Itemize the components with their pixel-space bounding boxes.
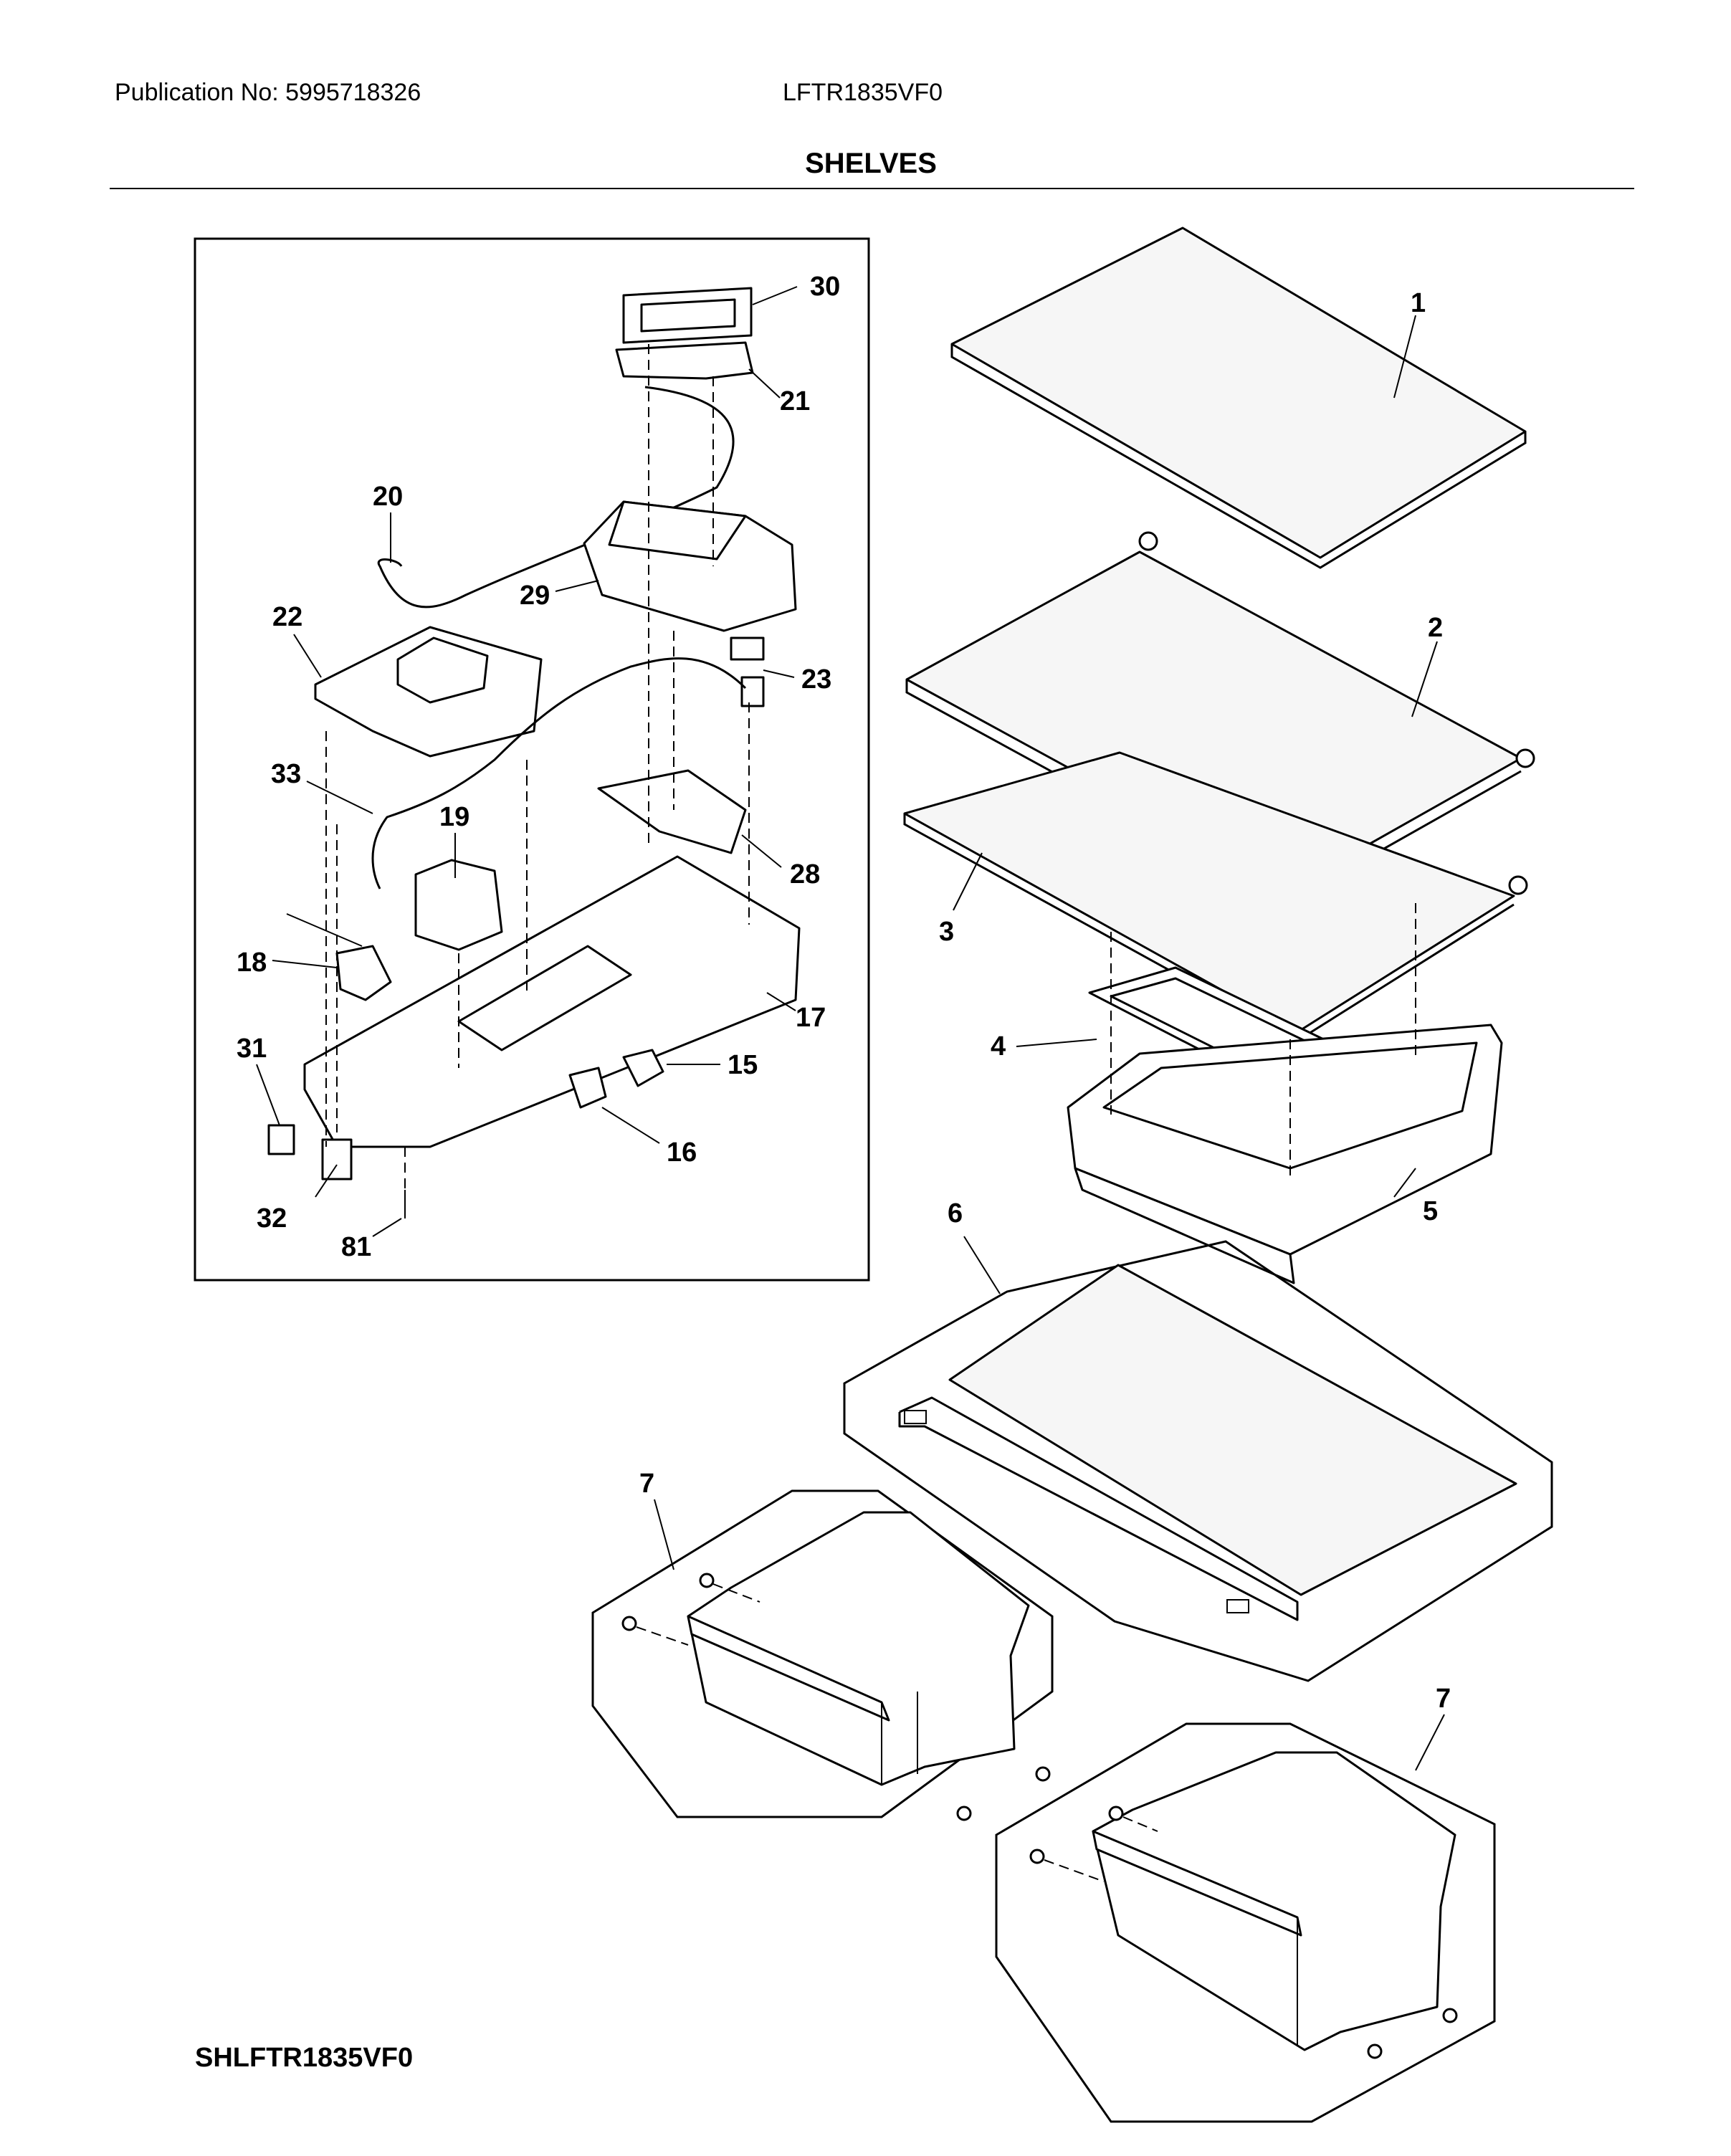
- callout-29: 29: [520, 581, 550, 611]
- callout-30: 30: [810, 272, 840, 302]
- callout-15: 15: [728, 1050, 758, 1080]
- part-5-crisper[interactable]: [1067, 1024, 1503, 1284]
- callout-3: 3: [939, 917, 954, 947]
- part-6-assembly[interactable]: [843, 1240, 1553, 1682]
- callout-22: 22: [272, 602, 302, 632]
- part-33-harness[interactable]: [371, 657, 747, 889]
- part-28-chute[interactable]: [597, 769, 747, 854]
- callout-16: 16: [667, 1137, 697, 1168]
- bin-left-screws: [621, 1573, 1051, 1821]
- header-divider: [110, 188, 1634, 189]
- inset-frame: [194, 237, 870, 1282]
- callout-20: 20: [373, 482, 403, 512]
- part-15-cap[interactable]: [622, 1049, 664, 1087]
- part-23-connector[interactable]: [730, 636, 765, 707]
- part-31-button[interactable]: [267, 1124, 295, 1155]
- callout-18: 18: [237, 948, 267, 978]
- inset-leader-lines: [256, 286, 798, 1237]
- part-30-gasket[interactable]: [622, 287, 753, 344]
- callout-17: 17: [796, 1003, 826, 1033]
- callout-6: 6: [948, 1198, 963, 1229]
- part-29-housing[interactable]: [583, 500, 797, 632]
- callout-33: 33: [271, 759, 301, 789]
- bin-right-screws: [1029, 1806, 1458, 2059]
- callout-81: 81: [341, 1232, 371, 1262]
- part-20-tube[interactable]: [377, 386, 735, 609]
- callout-31: 31: [237, 1034, 267, 1064]
- callout-1: 1: [1411, 288, 1426, 318]
- publication-number: Publication No: 5995718326: [115, 79, 421, 106]
- diagram-code: SHLFTR1835VF0: [195, 2043, 414, 2073]
- callout-4: 4: [991, 1031, 1006, 1062]
- part-3-shelf[interactable]: [903, 751, 1528, 1042]
- part-7-bin-right[interactable]: [995, 1722, 1496, 2123]
- callout-7-right: 7: [1436, 1684, 1451, 1714]
- shelf-leader-lines: [654, 315, 1445, 1771]
- callout-7-left: 7: [639, 1469, 654, 1499]
- callout-19: 19: [439, 802, 469, 832]
- callout-28: 28: [790, 859, 820, 889]
- part-19-motor[interactable]: [414, 859, 503, 951]
- callout-5: 5: [1423, 1196, 1438, 1226]
- callout-32: 32: [257, 1203, 287, 1234]
- callout-2: 2: [1428, 613, 1443, 643]
- callout-21: 21: [780, 386, 810, 416]
- part-22-cover[interactable]: [314, 626, 543, 758]
- callout-23: 23: [801, 664, 831, 695]
- part-18-switch[interactable]: [286, 913, 392, 1001]
- model-number: LFTR1835VF0: [783, 79, 943, 106]
- part-16-fitting[interactable]: [568, 1067, 607, 1109]
- section-title: SHELVES: [805, 148, 937, 179]
- shelf-alignment-lines: [1110, 903, 1416, 1175]
- part-21-bracket[interactable]: [615, 341, 754, 380]
- part-1-shelf[interactable]: [950, 226, 1527, 569]
- part-7-bin-left[interactable]: [591, 1489, 1054, 1818]
- part-32-button[interactable]: [321, 1138, 353, 1180]
- inset-alignment-lines: [325, 344, 750, 1190]
- part-17-tray[interactable]: [303, 855, 801, 1148]
